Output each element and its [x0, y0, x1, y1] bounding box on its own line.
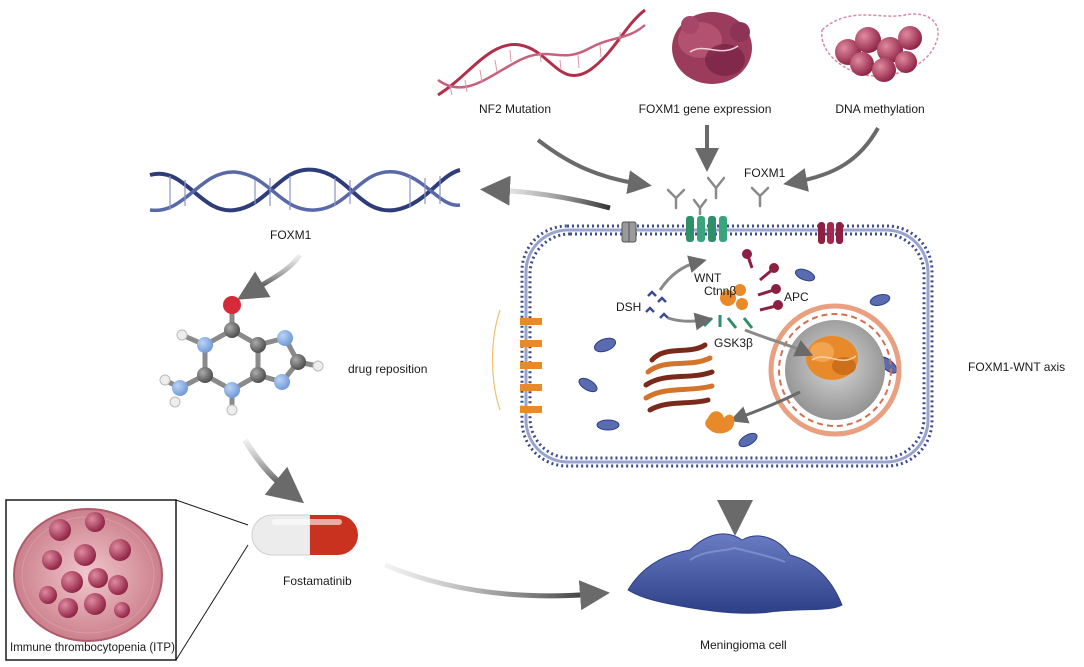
- itp-label: Immune thrombocytopenia (ITP): [10, 642, 175, 654]
- ribosome-protein-icon: [705, 411, 735, 434]
- wnt-receptor-icon: [686, 216, 727, 242]
- apc-label: APC: [784, 290, 809, 304]
- nf2-mutation-label: NF2 Mutation: [478, 102, 552, 116]
- arrow-methylation-to-foxm1: [783, 127, 880, 192]
- foxm1-top-label: FOXM1: [744, 166, 786, 180]
- nucleus-icon: [768, 303, 902, 437]
- arrow-foxm1-to-dna: [480, 175, 611, 211]
- drug-molecule-icon: [159, 296, 324, 416]
- wnt-label: WNT: [694, 271, 722, 285]
- apc-protein-icon: [742, 249, 783, 312]
- transmembrane-proteins: [491, 309, 542, 413]
- arrow-drug-to-pill: [242, 438, 305, 504]
- ctnnb-cluster-icon: [720, 284, 748, 310]
- dsh-complex-icon: [645, 290, 669, 319]
- arrow-dsh-to-wnt: [658, 255, 707, 291]
- arrow-pill-to-meningioma: [384, 562, 610, 611]
- membrane-channel-gray: [621, 221, 637, 243]
- nf2-dna-helix-icon: [437, 8, 646, 97]
- fostamatinib-pill-icon: [251, 514, 358, 556]
- foxm1-gene-expression-label: FOXM1 gene expression: [638, 102, 772, 116]
- foxm1-protein-icon: [672, 12, 752, 84]
- membrane-receptor-red: [818, 222, 843, 244]
- antibody-icons: [666, 176, 770, 216]
- dsh-label: DSH: [616, 300, 642, 314]
- meningioma-cell-icon: [627, 533, 843, 614]
- golgi-apparatus-icon: [643, 342, 715, 413]
- gsk3b-label: GSK3β: [714, 336, 753, 350]
- foxm1-dna-helix-icon: [149, 167, 461, 213]
- fostamatinib-label: Fostamatinib: [283, 574, 352, 588]
- itp-panel: [5, 499, 249, 661]
- foxm1-left-label: FOXM1: [270, 228, 312, 242]
- arrow-dna-to-drug: [237, 253, 303, 300]
- arrow-dsh-to-gsk3b: [667, 312, 713, 331]
- arrow-nf2-to-foxm1: [536, 138, 652, 195]
- foxm1-wnt-axis-label: FOXM1-WNT axis: [968, 360, 1066, 374]
- arrow-nucleus-out: [729, 390, 801, 424]
- arrow-into-nucleus: [744, 328, 814, 357]
- mitochondria-icons: [578, 268, 898, 448]
- dna-methylation-label: DNA methylation: [835, 102, 925, 116]
- dna-methylation-nucleosome-icon: [821, 13, 939, 82]
- meningioma-cell-label: Meningioma cell: [700, 638, 787, 652]
- ctnnb-label: Ctnnβ: [704, 284, 737, 298]
- drug-reposition-label: drug reposition: [348, 362, 428, 376]
